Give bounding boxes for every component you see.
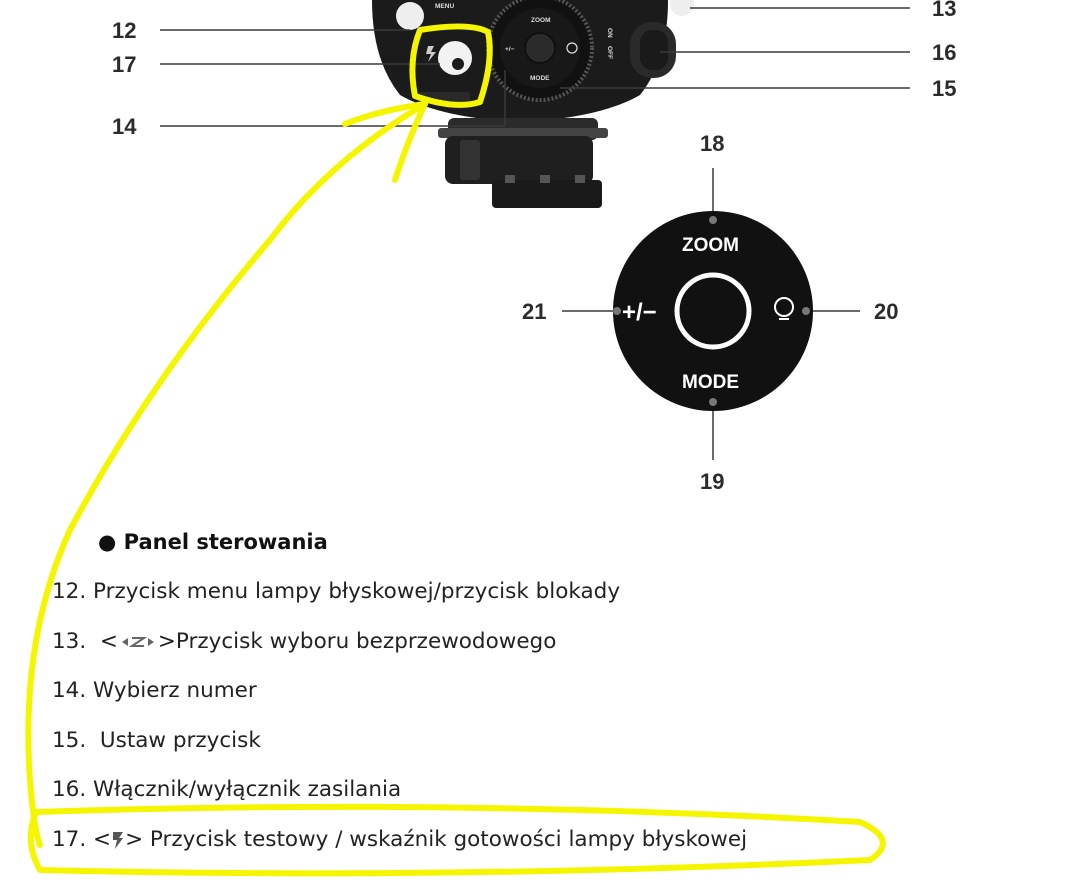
callout-21: 21 [522,299,546,324]
list-item: 17. < > Przycisk testowy / wskaźnik gotow… [52,822,747,872]
control-panel-detail: ZOOM MODE +/− [562,168,860,460]
callout-15: 15 [932,76,956,101]
list-item: 12. Przycisk menu lampy błyskowej/przyci… [52,574,747,624]
item-text: Przycisk menu lampy błyskowej/przycisk b… [93,579,621,604]
item-number: 17. [52,826,87,852]
item-text: Włącznik/wyłącznik zasilania [93,777,402,802]
bulb-icon [774,297,794,320]
highlight-oval-item-17 [27,803,886,877]
device-menu-label: MENU [435,3,454,10]
device-zoom-label: ZOOM [531,17,551,24]
feature-list: 12. Przycisk menu lampy błyskowej/przyci… [52,574,747,871]
device-plusminus-label: +/− [505,46,515,53]
callout-19: 19 [700,469,724,494]
callout-17: 17 [112,52,136,77]
item-suffix: > [157,628,176,654]
item-number: 13. [52,628,87,654]
device-off-label: OFF [606,46,613,59]
wireless-icon [121,636,154,647]
list-item: 15. Ustaw przycisk [52,723,747,773]
item-suffix: > [125,826,144,852]
list-item: 16. Włącznik/wyłącznik zasilania [52,772,747,822]
item-prefix: < [93,826,112,852]
yellow-annotation [25,23,886,877]
callout-13: 13 [932,0,956,21]
section-heading: ● Panel sterowania [98,530,328,554]
callout-18: 18 [700,131,724,156]
item-text: Przycisk wyboru bezprzewodowego [175,628,557,654]
panel-zoom-label: ZOOM [682,235,739,256]
item-text: Przycisk testowy / wskaźnik gotowości la… [149,826,748,852]
item-prefix: < [99,628,118,654]
callout-20: 20 [874,299,898,324]
panel-mode-label: MODE [682,372,739,393]
item-number: 12. [52,579,87,604]
item-number: 15. [52,727,87,753]
item-number: 14. [52,678,87,703]
callout-12: 12 [112,18,136,43]
item-text: Wybierz numer [93,678,257,703]
panel-plusminus-label: +/− [622,299,657,326]
list-item: 14. Wybierz numer [52,673,747,723]
list-item: 13. < >Przycisk wyboru bezprzewodowego [52,624,747,674]
callout-16: 16 [932,40,956,65]
callout-14: 14 [112,114,137,139]
arrow-curve [25,101,428,848]
flash-icon [113,831,124,849]
device-mode-label: MODE [530,75,550,82]
item-number: 16. [52,777,87,802]
item-text: Ustaw przycisk [99,727,261,753]
arrow-head [342,101,428,183]
callout-lines [160,7,910,127]
highlight-box-button [409,23,493,108]
flash-unit-illustration: ZOOM MODE +/− MENU ON OFF [372,0,694,208]
device-on-label: ON [606,28,613,38]
